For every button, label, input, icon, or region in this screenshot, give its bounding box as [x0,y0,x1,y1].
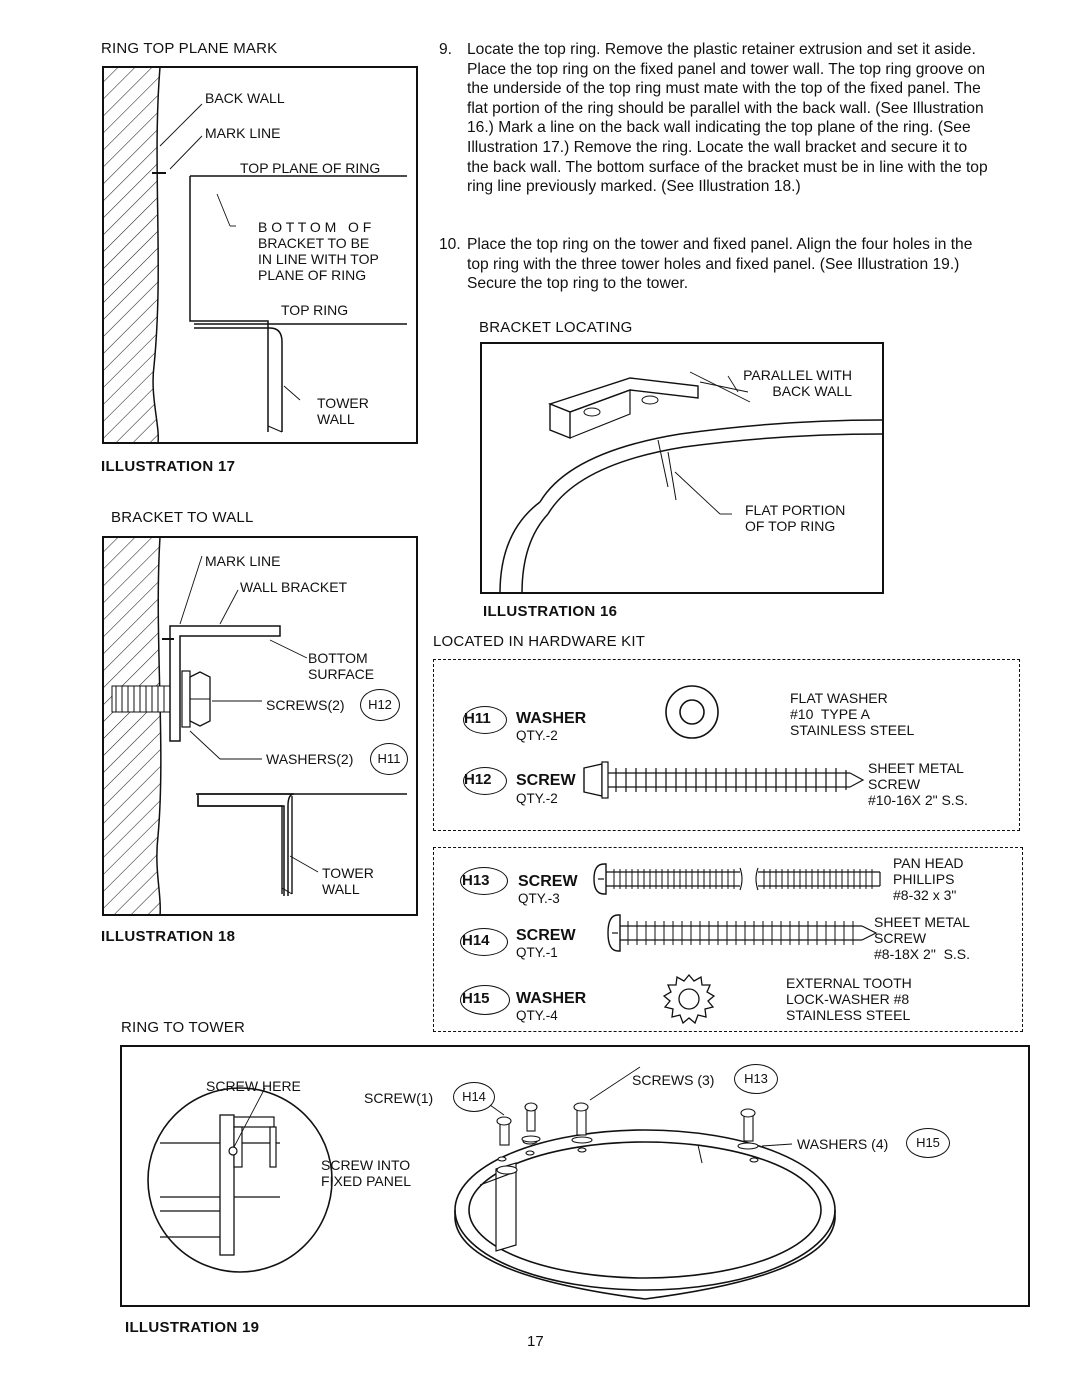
badge-h12-kit [463,767,507,795]
badge-h13-kit [460,867,508,895]
hw-h15-desc: EXTERNAL TOOTH LOCK-WASHER #8 STAINLESS … [786,975,912,1023]
hw-h11-name: WASHER [516,710,587,727]
hw-h13-desc: PAN HEAD PHILLIPS #8-32 x 3" [893,855,964,903]
ill19-title: ILLUSTRATION 19 [125,1319,260,1336]
ill16-caption: BRACKET LOCATING [479,319,633,336]
label-mark-line-18: MARK LINE [205,553,281,569]
badge-h15-kit [460,985,510,1015]
label-bottom-surface: BOTTOM SURFACE [308,650,375,682]
hw-h12-code: H12 [464,771,492,788]
hw-h11-desc: FLAT WASHER #10 TYPE A STAINLESS STEEL [790,690,915,738]
label-flat-portion: FLAT PORTION OF TOP RING [745,502,846,534]
label-screw1: SCREW(1) [364,1090,434,1106]
pan-head-screw-icon [593,863,881,895]
step-9-text: Locate the top ring. Remove the plastic … [467,41,988,196]
ill17-caption: RING TOP PLANE MARK [101,40,278,57]
hw-h13-name: SCREW [518,873,578,890]
page-number: 17 [527,1333,544,1350]
label-washers4: WASHERS (4) [797,1136,889,1152]
label-top-ring: TOP RING [281,302,349,318]
hw-h12-name: SCREW [516,772,576,789]
badge-h14-kit [460,928,508,956]
hw-h14-qty: QTY.-1 [516,945,558,960]
wall-hatch [102,66,161,444]
ill19-caption: RING TO TOWER [121,1019,246,1036]
label-parallel: PARALLEL WITH BACK WALL [743,367,852,399]
hw-h15-qty: QTY.-4 [516,1008,558,1023]
hw-h12-qty: QTY.-2 [516,791,558,806]
ill16-drawing [480,342,884,594]
label-top-plane: TOP PLANE OF RING [240,160,381,176]
hw-h14-desc: SHEET METAL SCREW #8-18X 2" S.S. [874,914,971,962]
hw-h15-name: WASHER [516,990,587,1007]
badge-h14: H14 [453,1082,495,1112]
label-wall-bracket: WALL BRACKET [240,579,348,595]
ill19-drawing [120,1045,1030,1307]
label-screw-into: SCREW INTO FIXED PANEL [321,1157,411,1189]
badge-h11: H11 [370,743,408,775]
flat-washer-icon [665,685,719,739]
hardware-box-2 [433,847,1023,1032]
sheet-metal-screw-icon [583,761,865,799]
hw-h12-desc: SHEET METAL SCREW #10-16X 2" S.S. [868,760,968,808]
ill18-drawing [102,536,418,916]
hw-h13-code: H13 [462,872,490,889]
step-9: 9. Locate the top ring. Remove the plast… [439,40,989,220]
hw-h15-code: H15 [462,990,490,1007]
label-bottom-bracket: B O T T O M O F BRACKET TO BE IN LINE WI… [258,219,379,283]
badge-h12: H12 [360,689,400,721]
hw-h13-qty: QTY.-3 [518,891,560,906]
hw-h11-code: H11 [464,710,491,727]
label-washers-h11: WASHERS(2) [266,751,354,767]
hardware-heading: LOCATED IN HARDWARE KIT [433,633,646,650]
label-screws-h12: SCREWS(2) [266,697,345,713]
label-screw-here: SCREW HERE [206,1078,301,1094]
label-tower-wall-18: TOWER WALL [322,865,374,897]
step-10-number: 10. [439,236,461,253]
ill17-drawing [102,66,418,444]
label-screws3: SCREWS (3) [632,1072,715,1088]
step-10: 10. Place the top ring on the tower and … [439,235,989,295]
ill17-title: ILLUSTRATION 17 [101,458,236,475]
label-mark-line: MARK LINE [205,125,281,141]
ill16-title: ILLUSTRATION 16 [483,603,618,620]
label-tower-wall: TOWER WALL [317,395,369,427]
ill18-caption: BRACKET TO WALL [111,509,254,526]
hw-h14-name: SCREW [516,927,576,944]
sheet-metal-screw-small-icon [607,914,878,952]
step-9-number: 9. [439,41,453,58]
hardware-box-1 [433,659,1020,831]
lock-washer-icon [663,973,715,1025]
hw-h11-qty: QTY.-2 [516,728,558,743]
label-back-wall: BACK WALL [205,90,285,106]
ill18-title: ILLUSTRATION 18 [101,928,236,945]
hw-h14-code: H14 [462,932,490,949]
badge-h15: H15 [906,1128,950,1158]
badge-h11-kit [463,706,507,734]
badge-h13: H13 [734,1064,778,1094]
step-10-text: Place the top ring on the tower and fixe… [467,236,973,293]
